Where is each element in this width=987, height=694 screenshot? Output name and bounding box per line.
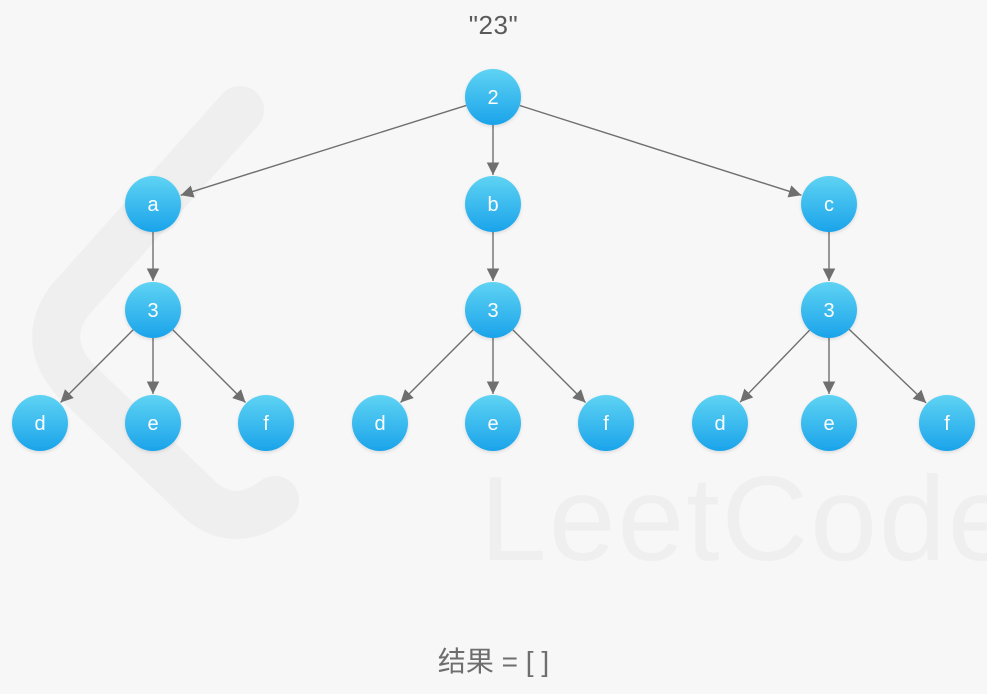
leaf-node-c-e: e	[801, 395, 857, 451]
edge-c-digit-to-f	[848, 328, 927, 404]
leaf-node-b-d-label: d	[374, 413, 385, 435]
leaf-node-a-e-circle	[125, 395, 181, 451]
watermark-logo: LeetCode	[32, 86, 987, 586]
input-digits-title: "23"	[468, 10, 519, 40]
leaf-node-b-d: d	[352, 395, 408, 451]
result-label: 结果	[437, 646, 494, 677]
watermark-logo-mark	[32, 86, 299, 539]
watermark-text: LeetCode	[480, 452, 987, 586]
letter-node-c-label: c	[824, 194, 834, 216]
edge-a-digit-to-d	[60, 329, 134, 403]
edge-root-to-c	[519, 104, 802, 198]
leaf-node-b-e: e	[465, 395, 521, 451]
leaf-node-b-d-circle	[352, 395, 408, 451]
leaf-node-b-f-label: f	[603, 413, 609, 435]
leaf-node-a-d-label: d	[34, 413, 45, 435]
leaf-node-a-d: d	[12, 395, 68, 451]
digit-node-under-c-circle	[801, 282, 857, 338]
letter-node-b-label: b	[487, 194, 498, 216]
leaf-node-b-e-circle	[465, 395, 521, 451]
leaf-node-c-e-circle	[801, 395, 857, 451]
leaf-node-a-e-label: e	[147, 413, 158, 435]
leaf-node-a-d-circle	[12, 395, 68, 451]
edge-c-digit-to-d	[739, 329, 811, 403]
letter-node-b: b	[465, 176, 521, 232]
leaf-node-a-f: f	[238, 395, 294, 451]
letter-node-a-label: a	[147, 194, 159, 216]
leaf-node-b-f-circle	[578, 395, 634, 451]
leaf-node-a-e: e	[125, 395, 181, 451]
leaf-node-a-f-circle	[238, 395, 294, 451]
edge-b-digit-to-f	[512, 329, 586, 403]
letter-node-b-circle	[465, 176, 521, 232]
root-node-2: 2	[465, 69, 521, 125]
result-value: [ ]	[525, 646, 550, 677]
letter-node-c: c	[801, 176, 857, 232]
digit-node-under-a-label: 3	[147, 300, 158, 322]
digit-node-under-a-circle	[125, 282, 181, 338]
digit-node-under-a: 3	[125, 282, 181, 338]
leaf-node-c-d-label: d	[714, 413, 725, 435]
edge-root-to-a	[180, 104, 467, 198]
digit-node-under-c: 3	[801, 282, 857, 338]
result-operator: =	[501, 646, 519, 677]
leaf-node-c-f-label: f	[944, 413, 950, 435]
leaf-node-b-e-label: e	[487, 413, 498, 435]
digit-node-under-c-label: 3	[823, 300, 834, 322]
root-node-2-label: 2	[487, 87, 498, 109]
leaf-node-c-e-label: e	[823, 413, 834, 435]
edge-b-digit-to-d	[400, 329, 474, 403]
edge-a-digit-to-f	[172, 329, 246, 403]
digit-node-under-b-label: 3	[487, 300, 498, 322]
leaf-node-b-f: f	[578, 395, 634, 451]
letter-node-a-circle	[125, 176, 181, 232]
leaf-node-c-f-circle	[919, 395, 975, 451]
result-line: 结果 = [ ]	[0, 640, 987, 680]
digit-node-under-b-circle	[465, 282, 521, 338]
leaf-node-a-f-label: f	[263, 413, 269, 435]
digit-node-under-b: 3	[465, 282, 521, 338]
leaf-node-c-f: f	[919, 395, 975, 451]
root-node-2-circle	[465, 69, 521, 125]
tree-edges	[60, 104, 927, 404]
leaf-node-c-d-circle	[692, 395, 748, 451]
letter-node-a: a	[125, 176, 181, 232]
leaf-node-c-d: d	[692, 395, 748, 451]
tree-nodes: 2 a 3 d e f b 3 d e f c 3 d e f	[12, 69, 975, 451]
letter-node-c-circle	[801, 176, 857, 232]
